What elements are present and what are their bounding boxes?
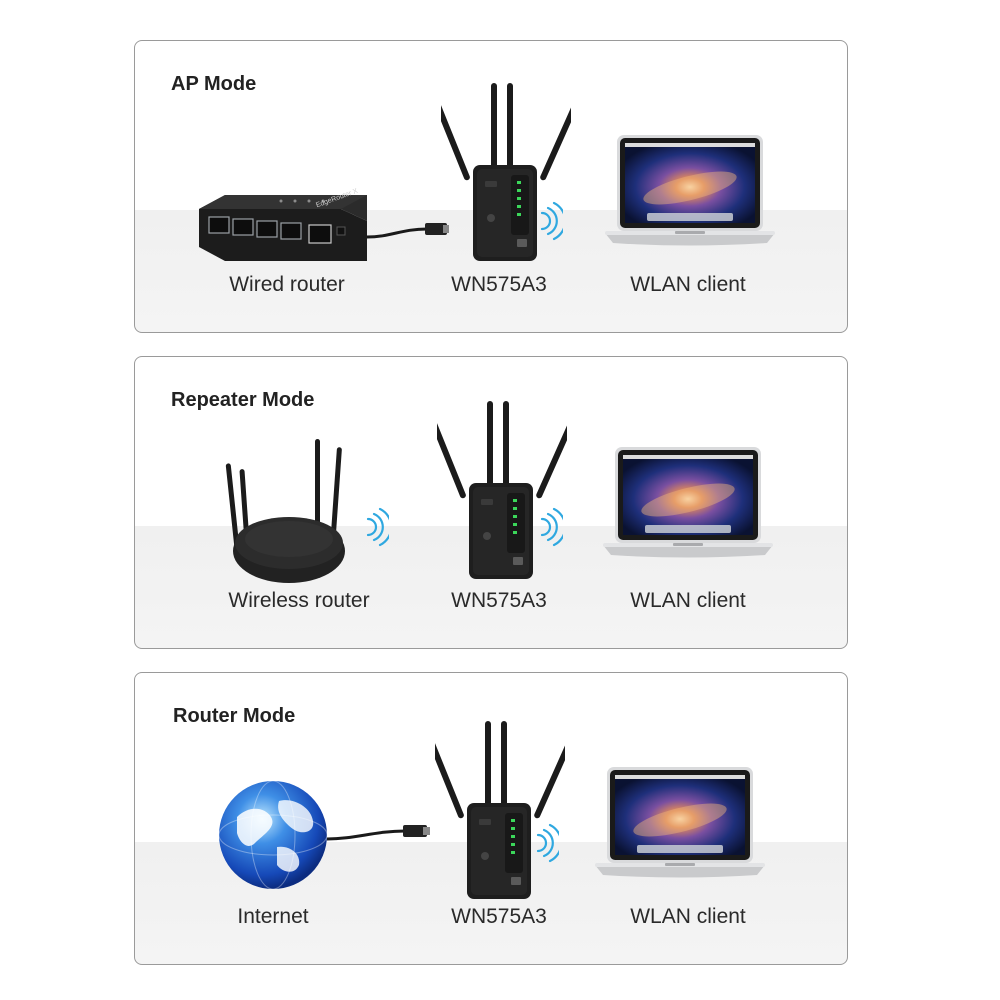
wifi-signal-icon [539, 507, 563, 547]
source-label: Wireless router [228, 589, 370, 612]
laptop-icon [605, 133, 775, 248]
wireless-router-icon [221, 435, 351, 585]
client-label: WLAN client [630, 905, 746, 928]
panel-title: Router Mode [173, 705, 296, 727]
router-mode-panel: Router Mode Internet [134, 672, 848, 965]
client-label: WLAN client [630, 589, 746, 612]
repeater-mode-panel: Repeater Mode Wireless router WN575A3 WL… [134, 356, 848, 649]
repeater-icon [435, 721, 565, 901]
laptop-icon [603, 445, 773, 560]
device-label: WN575A3 [451, 905, 547, 928]
panel-title: Repeater Mode [171, 389, 315, 411]
source-label: Wired router [229, 273, 345, 296]
repeater-icon [437, 401, 567, 581]
wired-router-icon: EdgeRouter X [191, 181, 451, 271]
globe-icon [215, 777, 445, 897]
laptop-icon [595, 765, 765, 880]
ap-mode-panel: AP Mode EdgeRouter X Wired router [134, 40, 848, 333]
wifi-signal-icon [539, 201, 563, 241]
panel-title: AP Mode [171, 73, 257, 95]
device-label: WN575A3 [451, 273, 547, 296]
wifi-signal-icon [365, 507, 389, 547]
source-label: Internet [237, 905, 309, 928]
device-label: WN575A3 [451, 589, 547, 612]
wifi-signal-icon [535, 823, 559, 863]
client-label: WLAN client [630, 273, 746, 296]
